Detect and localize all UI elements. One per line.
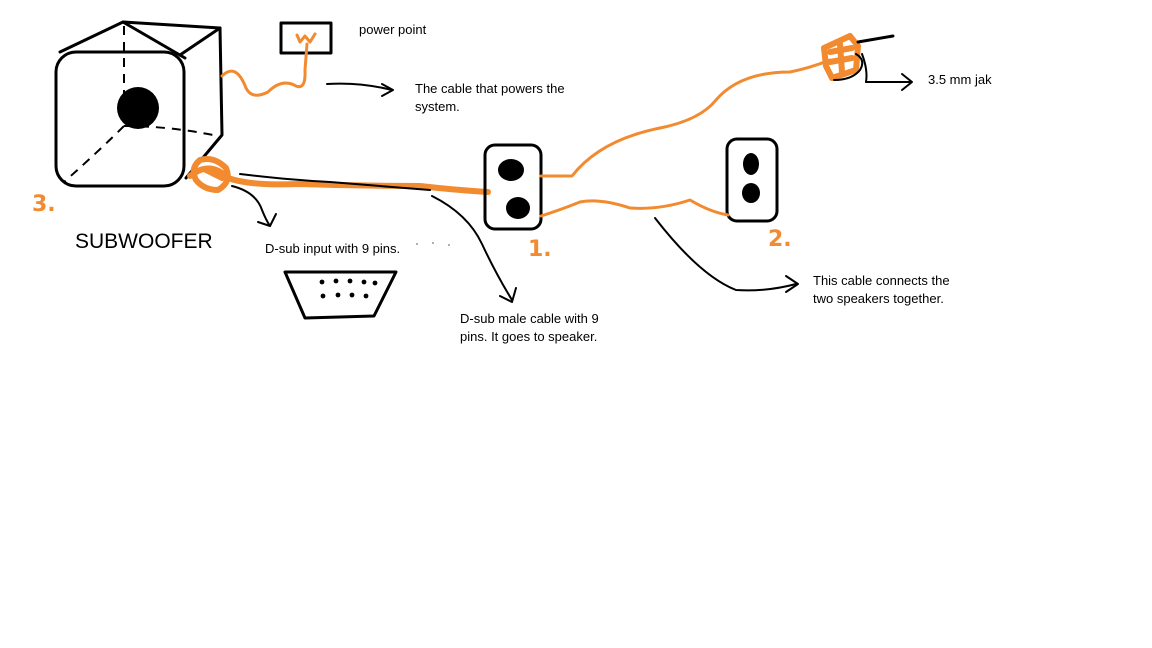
subwoofer-number: 3. — [32, 192, 56, 217]
arrow-jack — [861, 53, 913, 91]
jack-cable — [539, 58, 832, 178]
dsub-cable-label-line2: pins. It goes to speaker. — [460, 329, 597, 344]
arrow-dsub-cable — [431, 195, 517, 303]
dsub-input-label: D-sub input with 9 pins. — [265, 241, 400, 256]
power-cable — [220, 42, 309, 97]
speaker-2-number: 2. — [768, 227, 792, 252]
jack-label: 3.5 mm jak — [928, 72, 992, 87]
power-cable-label-line2: system. — [415, 99, 460, 114]
stray-dots — [416, 242, 450, 246]
woofer-cone-icon — [117, 87, 159, 129]
speaker-link-cable — [539, 198, 730, 218]
speaker-1-number: 1. — [528, 237, 552, 262]
power-cable-label-line1: The cable that powers the — [415, 81, 565, 96]
subwoofer-label: SUBWOOFER — [75, 230, 213, 253]
dsub-cable-label-line1: D-sub male cable with 9 — [460, 311, 599, 326]
power-point-label: power point — [359, 22, 427, 37]
speaker-link-label-line1: This cable connects the — [813, 273, 950, 288]
speaker-2-icon — [725, 137, 779, 223]
dsub-connector-icon — [283, 270, 398, 320]
arrow-speaker-link — [654, 217, 799, 293]
dsub-cable — [187, 165, 491, 195]
dsub-plug-icon — [190, 156, 231, 193]
speaker-link-label-line2: two speakers together. — [813, 291, 944, 306]
subwoofer-icon — [54, 20, 224, 188]
speaker-1-icon — [483, 143, 543, 231]
arrow-dsub-input — [231, 185, 277, 227]
arrow-power-cable — [326, 82, 394, 97]
audio-jack-plug-icon — [821, 33, 895, 81]
